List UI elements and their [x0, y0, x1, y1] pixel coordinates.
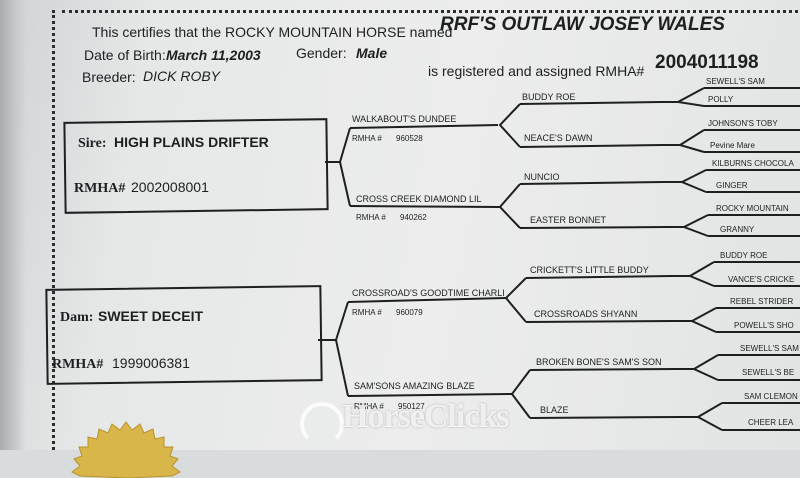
gen4-name: BUDDY ROE: [720, 251, 768, 260]
dam-name: SWEET DECEIT: [98, 308, 204, 324]
dam-reg-label: RMHA#: [52, 357, 104, 372]
gen3-name: EASTER BONNET: [530, 215, 607, 225]
dam-sire-reg-label: RMHA #: [352, 308, 382, 317]
breeder-value: DICK ROBY: [143, 68, 221, 84]
gen3-name: NEACE'S DAWN: [524, 133, 593, 143]
gen4-name: Pevine Mare: [710, 141, 755, 150]
gen3-name: CROSSROADS SHYANN: [534, 309, 638, 319]
gen4-name: KILBURNS CHOCOLA: [712, 159, 794, 168]
gen4-name: POLLY: [708, 95, 734, 104]
gender-value: Male: [356, 45, 388, 61]
dam-sire-reg: 960079: [396, 308, 423, 317]
gen4-name: SEWELL'S BE: [742, 368, 795, 377]
breeder-label: Breeder:: [82, 69, 136, 85]
dotted-border-top: [62, 10, 800, 13]
gen4-name: ROCKY MOUNTAIN: [716, 204, 789, 213]
sire-label: Sire:: [78, 136, 107, 151]
dob-label: Date of Birth:: [84, 47, 166, 63]
gen3-name: BUDDY ROE: [522, 92, 576, 102]
sire-reg-value: 2002008001: [131, 179, 209, 195]
gen3-name: CRICKETT'S LITTLE BUDDY: [530, 265, 649, 275]
gen3-name: BROKEN BONE'S SAM'S SON: [536, 357, 662, 367]
gen4-name: SEWELL'S SAM: [740, 344, 799, 353]
gen4-name: POWELL'S SHO: [734, 321, 794, 330]
gold-seal: [71, 421, 181, 478]
sire-sire-name: WALKABOUT'S DUNDEE: [352, 114, 457, 124]
dam-sire-name: CROSSROAD'S GOODTIME CHARLI: [352, 288, 505, 298]
dam-label: Dam:: [60, 310, 94, 325]
gen4-name: REBEL STRIDER: [730, 297, 794, 306]
dam-dam-reg-label: RMHA #: [354, 402, 384, 411]
certifies-text: This certifies that the ROCKY MOUNTAIN H…: [92, 24, 453, 40]
sire-reg-label: RMHA#: [74, 181, 126, 196]
gen4-name: JOHNSON'S TOBY: [708, 119, 778, 128]
gen4-name: VANCE'S CRICKE: [728, 275, 795, 284]
sire-sire-reg-label: RMHA #: [352, 134, 382, 143]
sire-dam-reg: 940262: [400, 213, 427, 222]
dob-value: March 11,2003: [166, 47, 261, 63]
dam-bracket: [334, 301, 349, 397]
gen4-name: CHEER LEA: [748, 418, 794, 427]
certificate-sheet: [0, 0, 800, 450]
registered-text: is registered and assigned RMHA#: [428, 63, 645, 79]
horse-name: RRF'S OUTLAW JOSEY WALES: [440, 14, 725, 35]
dam-reg-value: 1999006381: [112, 355, 190, 371]
dotted-border-left: [52, 10, 55, 450]
dam-dam-name: SAM'SONS AMAZING BLAZE: [354, 381, 475, 391]
sire-bracket: [338, 127, 351, 207]
registration-number: 2004011198: [655, 52, 759, 73]
dam-dam-reg: 950127: [398, 402, 425, 411]
sire-dam-name: CROSS CREEK DIAMOND LIL: [356, 194, 482, 204]
sire-dam-reg-label: RMHA #: [356, 213, 386, 222]
watermark: HorseClicks: [342, 398, 510, 435]
horseshoe-icon: [300, 402, 344, 446]
gender-label: Gender:: [296, 45, 347, 61]
gen4-name: GINGER: [716, 181, 748, 190]
pedigree-lines: [318, 87, 800, 431]
gen4-name: SAM CLEMON: [744, 392, 798, 401]
gen4-name: SEWELL'S SAM: [706, 77, 765, 86]
gen3-name: NUNCIO: [524, 172, 560, 182]
sire-name: HIGH PLAINS DRIFTER: [114, 134, 269, 150]
sleeve-edge: [0, 0, 26, 450]
gen4-name: GRANNY: [720, 225, 755, 234]
gen3-name: BLAZE: [540, 405, 569, 415]
sire-sire-reg: 960528: [396, 134, 423, 143]
